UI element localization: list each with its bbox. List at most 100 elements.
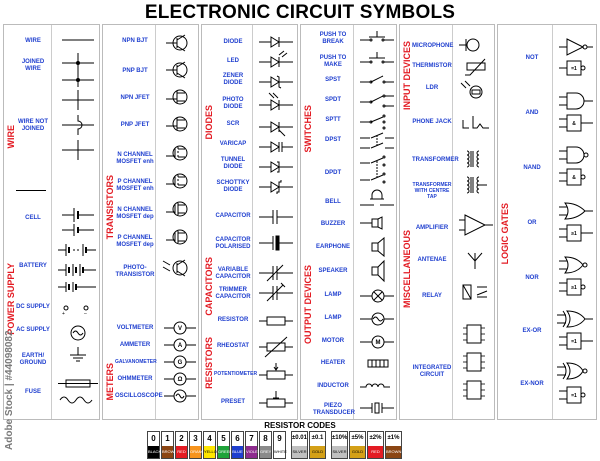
resistor-code-swatch: [260, 446, 271, 458]
symbols-input-misc: [459, 38, 493, 400]
resistor-code-digit: 4: [204, 432, 215, 445]
panel-transistors-meters: TRANSISTORS METERS NPN BJT PNP BJT NPN J…: [102, 24, 199, 420]
tolerance-swatch: [350, 446, 365, 458]
tolerance-swatch: [386, 446, 401, 458]
label-p-mosfet-dep: P CHANNEL MOSFET dep: [116, 235, 154, 248]
resistor-code-digit: 0: [148, 432, 159, 445]
resistor-code-color-name: BLUE: [232, 449, 243, 454]
label-varicap: VARICAP: [219, 141, 247, 147]
svg-text:≥1: ≥1: [571, 231, 577, 237]
label-rheostat: RHEOSTAT: [216, 343, 250, 349]
label-variable-capacitor: VARIABLE CAPACITOR: [215, 267, 251, 280]
label-preset: PRESET: [220, 399, 245, 405]
label-diode: DIODE: [223, 39, 243, 45]
label-earth-ground: EARTH/ GROUND: [19, 353, 47, 366]
category-transistors: TRANSISTORS: [105, 175, 115, 240]
resistor-codes-title: RESISTOR CODES: [264, 421, 336, 430]
label-speaker: SPEAKER: [318, 268, 348, 274]
category-output-devices: OUTPUT DEVICES: [303, 265, 313, 345]
resistor-code-digit: 1: [162, 432, 173, 445]
label-spdt: SPDT: [324, 97, 341, 103]
label-ac-supply: AC SUPPLY: [16, 327, 50, 333]
resistor-code-color-name: GREY: [260, 449, 272, 454]
label-nor: NOR: [525, 275, 539, 281]
tolerance-swatch: [292, 446, 307, 458]
resistor-code-digit: 2: [176, 432, 187, 445]
label-phototransistor: PHOTO-TRANSISTOR: [115, 265, 155, 278]
label-heater: HEATER: [320, 360, 346, 366]
svg-text:&: &: [572, 121, 576, 127]
panel-wire-power: WIRE POWER SUPPLY WIRE JOINED WIRE WIRE …: [3, 24, 100, 420]
svg-text:V: V: [178, 326, 182, 332]
label-cell: CELL: [25, 215, 41, 221]
svg-text:G: G: [178, 360, 183, 366]
label-led: LED: [227, 58, 239, 64]
label-thermistor: THERMISTOR: [412, 63, 452, 69]
resistor-code-color-name: BLACK: [148, 449, 162, 454]
label-earphone: EARPHONE: [315, 244, 350, 250]
label-dpst: DPST: [324, 137, 341, 143]
tolerance-value: ±0.1: [311, 435, 324, 441]
resistor-code-digit: 6: [232, 432, 243, 445]
resistor-code-color-name: VIOLET: [246, 449, 261, 454]
category-logic-gates: LOGIC GATES: [500, 203, 510, 265]
label-amplifier: AMPLIFIER: [415, 225, 449, 231]
label-spst: SPST: [325, 77, 341, 83]
label-ammeter: AMMETER: [119, 342, 151, 348]
resistor-code-swatch: [204, 446, 215, 458]
tolerance-color-name: SILVER: [292, 449, 307, 454]
category-input-devices: INPUT DEVICES: [402, 41, 412, 111]
category-wire: WIRE: [6, 125, 16, 149]
tolerance-color-name: BROWN: [386, 449, 402, 454]
resistor-code-color-name: GREEN: [218, 449, 233, 454]
label-transformer-centre-tap: TRANSFORMER WITH CENTRE TAP: [412, 182, 452, 200]
panel-input-misc: INPUT DEVICES MISCELLANEOUS MICROPHONE T…: [399, 24, 495, 420]
label-integrated-circuit: INTEGRATED CIRCUIT: [412, 365, 452, 378]
label-sptt: SPTT: [325, 117, 341, 123]
page-title: ELECTRONIC CIRCUIT SYMBOLS: [144, 2, 456, 23]
divider: [16, 190, 46, 191]
symbols-diodes-capacitors-resistors: [259, 36, 293, 408]
resistor-code-swatch: [148, 446, 159, 458]
category-diodes: DIODES: [204, 105, 214, 140]
panel-logic-gates: LOGIC GATES NOT AND NAND OR NOR EX-OR EX…: [497, 24, 597, 420]
tolerance-color-name: SILVER: [332, 449, 347, 454]
resistor-code-swatch: [162, 446, 173, 458]
resistor-code-digit: 8: [260, 432, 271, 445]
resistor-code-digit: 5: [218, 432, 229, 445]
tolerance-value: ±10%: [332, 435, 348, 441]
label-dpdt: DPDT: [324, 170, 342, 176]
label-battery: BATTERY: [19, 263, 47, 269]
label-relay: RELAY: [422, 293, 442, 299]
resistor-code-digit: 9: [274, 432, 285, 445]
label-oscilloscope: OSCILLOSCOPE: [115, 393, 163, 399]
panel-switches-output: SWITCHES OUTPUT DEVICES PUSH TO BREAK PU…: [300, 24, 397, 420]
resistor-code-color-name: BROWN: [162, 449, 178, 454]
label-wire-not-joined: WIRE NOT JOINED: [18, 119, 48, 132]
resistor-code-digit: 3: [190, 432, 201, 445]
svg-text:=1: =1: [571, 66, 577, 72]
tolerance-code-3: ±5%GOLD: [349, 431, 366, 459]
svg-text:&: &: [572, 175, 576, 181]
label-capacitor: CAPACITOR: [215, 213, 251, 219]
label-photo-diode: PHOTO DIODE: [222, 97, 244, 110]
resistor-code-swatch: [274, 446, 285, 458]
label-n-mosfet-dep: N CHANNEL MOSFET dep: [116, 207, 154, 220]
resistor-code-digit: 7: [246, 432, 257, 445]
category-meters: METERS: [105, 363, 115, 401]
resistor-code-swatch: [176, 446, 187, 458]
svg-text:–: –: [84, 311, 87, 317]
svg-text:=1: =1: [571, 393, 577, 399]
tolerance-value: ±2%: [369, 435, 382, 441]
symbols-logic-gates: =1&&≥1≥1=1=1: [557, 38, 593, 404]
svg-text:≥1: ≥1: [571, 285, 577, 291]
svg-text:Ω: Ω: [178, 377, 183, 383]
tolerance-code-2: ±10% SILVER: [331, 431, 348, 459]
